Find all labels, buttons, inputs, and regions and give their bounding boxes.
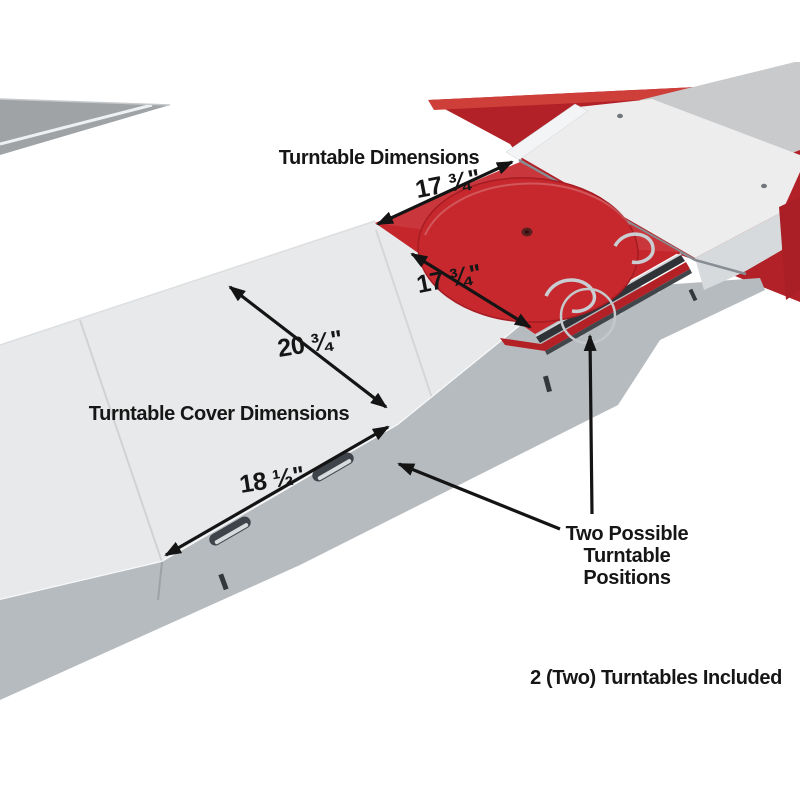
disc-center-hole [524, 230, 530, 234]
cover-box-front [695, 212, 782, 290]
screw-hole-1 [617, 113, 623, 119]
arrow-cover-width [228, 285, 388, 409]
side-tick-1 [218, 573, 229, 591]
positions-note-line-1: Two Possible [566, 523, 689, 545]
rear-runway-top-edge [0, 98, 171, 106]
arrow-turntable-top-width [376, 160, 514, 226]
rear-runway-highlight [0, 103, 153, 146]
pull-handle-front [544, 278, 597, 314]
screw-hole-2 [761, 183, 767, 189]
pull-handle-right [613, 232, 655, 265]
cover-dimensions-title: Turntable Cover Dimensions [89, 403, 350, 425]
positions-note-line-2: Turntable [584, 545, 671, 567]
positions-note-line-3: Positions [583, 567, 670, 589]
arrow-position-front [583, 334, 597, 515]
deck-far-edge [0, 220, 376, 346]
side-seam [157, 561, 163, 601]
crossbeam-right-end [779, 197, 800, 300]
rear-runway-face [0, 99, 170, 155]
tray-shadow [545, 269, 692, 355]
arrow-position-rear [397, 462, 561, 531]
cover-seam-left [79, 319, 163, 563]
turntable-dimensions-title: Turntable Dimensions [279, 147, 480, 169]
side-tick-2 [542, 375, 552, 393]
dimension-annotations: Turntable Dimensions 17 ¾" 17 ¾" 20 ¾" T… [89, 147, 783, 689]
cover-box-top [512, 99, 800, 258]
tray-red-lip [500, 262, 690, 351]
cover-box-left-edge [505, 103, 589, 161]
included-note: 2 (Two) Turntables Included [530, 667, 782, 689]
cover-seam-right [375, 229, 433, 399]
arrow-cover-length [164, 425, 390, 557]
arrow-turntable-side-depth [410, 252, 532, 329]
rear-runway-edge [0, 98, 171, 155]
turntable-cover-box [505, 99, 800, 290]
side-tick-3 [688, 288, 698, 302]
